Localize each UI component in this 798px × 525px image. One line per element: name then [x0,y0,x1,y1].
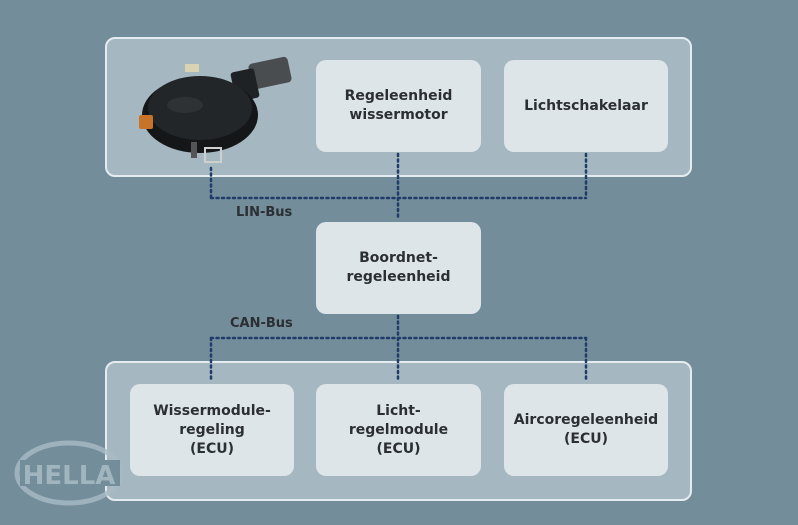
hella-logo-text: HELLA [23,461,116,491]
node-label: Lichtschakelaar [524,97,648,114]
node-label: Aircoregeleenheid (ECU) [513,412,659,447]
node-light-module-ecu: Licht- regelmodule (ECU) [316,384,481,476]
hella-logo: HELLA [14,440,124,506]
node-body-control-unit: Boordnet- regeleenheid [316,222,481,314]
node-wiper-motor-control: Regeleenheid wissermotor [316,60,481,152]
can-bus-label: CAN-Bus [230,316,293,331]
node-light-switch: Lichtschakelaar [504,60,668,152]
node-wiper-module-ecu: Wissermodule- regeling (ECU) [130,384,294,476]
node-label: Licht- regelmodule (ECU) [348,402,449,457]
lin-bus-label: LIN-Bus [236,205,293,220]
node-label: Regeleenheid wissermotor [344,88,453,123]
node-climate-control-ecu: Aircoregeleenheid (ECU) [504,384,668,476]
node-label: Boordnet- regeleenheid [346,250,451,285]
node-label: Wissermodule- regeling (ECU) [153,402,271,457]
rain-light-sensor-image [139,56,292,163]
